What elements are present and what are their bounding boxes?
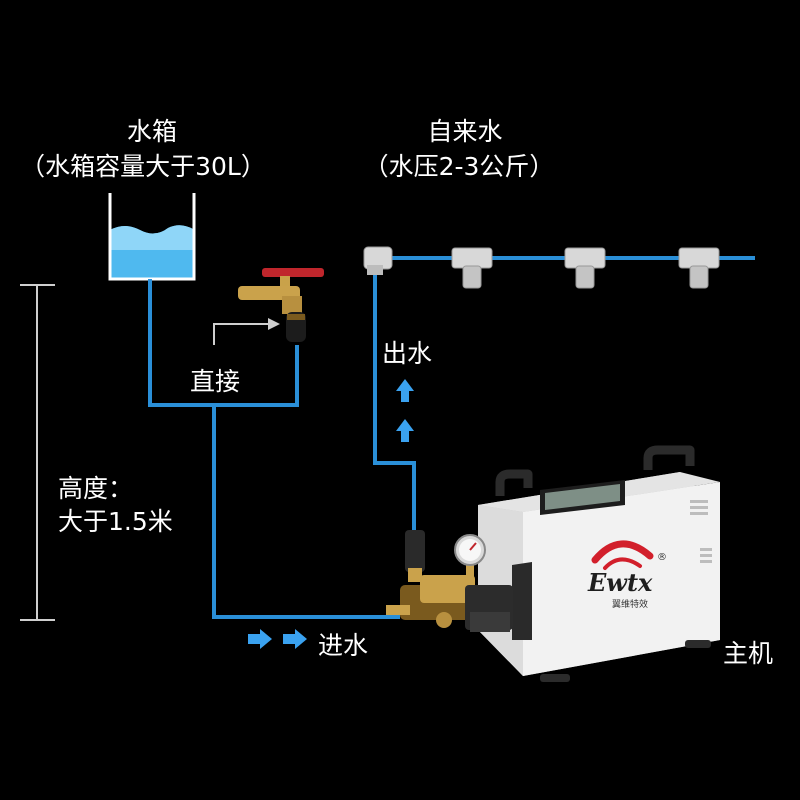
- tee-connector-icon: [678, 247, 720, 289]
- tap-water-title: 自来水: [427, 117, 503, 146]
- mist-machine-icon: [478, 445, 720, 682]
- brand-logo-text: Ewtx: [588, 568, 653, 597]
- elbow-connector-icon: [363, 246, 393, 275]
- main-unit-label: 主机: [723, 639, 774, 668]
- tank-title: 水箱: [126, 117, 178, 146]
- outlet-label: 出水: [382, 339, 433, 368]
- tee-connector-icon: [451, 247, 493, 289]
- arrow-up-icon: [396, 379, 414, 402]
- tank-pipe: [148, 279, 299, 407]
- brand-sub-text: 翼维特效: [612, 600, 649, 610]
- outlet-pipe: [373, 262, 416, 545]
- water-tank-icon: [108, 193, 196, 281]
- arrow-right-icon: [248, 629, 272, 649]
- arrow-up-icon: [396, 419, 414, 442]
- height-label-line2: 大于1.5米: [58, 507, 173, 536]
- tee-connector-icon: [564, 247, 606, 289]
- inlet-pipe: [212, 405, 400, 619]
- faucet-icon: [238, 268, 324, 342]
- brand-logo: [591, 540, 654, 570]
- tank-capacity: （水箱容量大于30L）: [20, 152, 266, 181]
- arrow-right-icon: [283, 629, 307, 649]
- registered-mark: ®: [657, 552, 667, 563]
- pump-icon: [386, 530, 513, 632]
- pressure-gauge-icon: [454, 534, 486, 577]
- height-label-line1: 高度：: [58, 474, 134, 503]
- direct-arrow-icon: [213, 318, 280, 345]
- inlet-label: 进水: [318, 631, 369, 660]
- height-bracket-icon: [20, 284, 55, 621]
- tap-water-pressure: （水压2-3公斤）: [363, 152, 555, 181]
- direct-label: 直接: [190, 367, 241, 396]
